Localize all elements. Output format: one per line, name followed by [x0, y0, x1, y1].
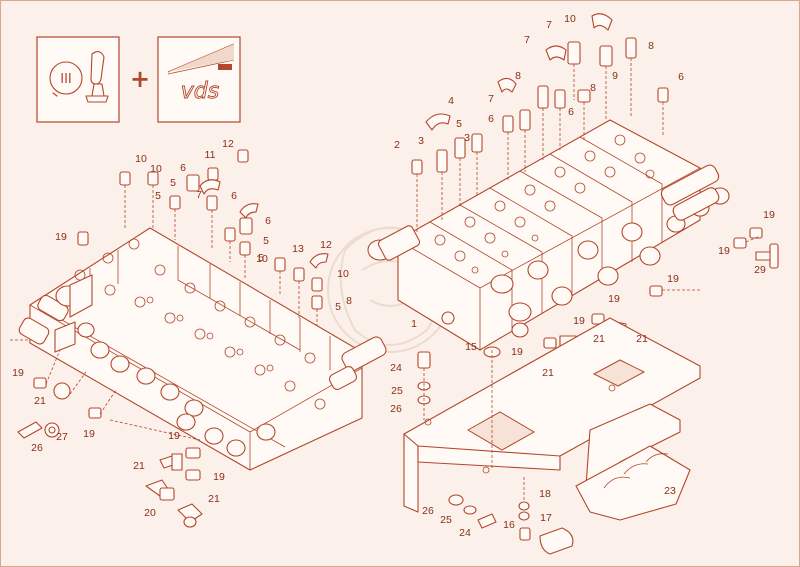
callout-11: 11	[205, 149, 216, 161]
callout-7: 7	[524, 34, 530, 46]
callout-19: 19	[763, 209, 775, 221]
callout-1: 1	[411, 318, 417, 330]
callout-21: 21	[593, 333, 605, 345]
callout-5: 5	[335, 301, 341, 313]
callout-5: 5	[155, 190, 161, 202]
left-control-valve-assembly	[10, 149, 387, 528]
callout-8: 8	[515, 70, 521, 82]
callout-5: 5	[170, 177, 176, 189]
vds-logo-text: vds	[181, 79, 219, 104]
callout-21: 21	[208, 493, 220, 505]
callout-16: 16	[503, 519, 515, 531]
vds-box: vds	[157, 36, 241, 123]
callout-7: 7	[488, 93, 494, 105]
callout-19: 19	[213, 471, 225, 483]
callout-7: 7	[546, 19, 552, 31]
mounting-plate	[403, 317, 701, 521]
callout-26: 26	[390, 403, 402, 415]
callout-6: 6	[231, 190, 237, 202]
callout-26: 26	[31, 442, 43, 454]
callout-25: 25	[391, 385, 403, 397]
joystick-lever-icon	[85, 51, 109, 103]
vds-logo-icon	[218, 64, 232, 70]
callout-12: 12	[320, 239, 332, 251]
callout-6: 6	[265, 215, 271, 227]
callout-8: 8	[590, 82, 596, 94]
callout-29: 29	[754, 264, 766, 276]
callout-19: 19	[608, 293, 620, 305]
callout-19: 19	[83, 428, 95, 440]
callout-17: 17	[540, 512, 552, 524]
callout-5: 5	[263, 235, 269, 247]
callout-27: 27	[56, 431, 68, 443]
callout-10: 10	[564, 13, 576, 25]
callout-10: 10	[337, 268, 349, 280]
callout-5: 5	[258, 252, 264, 264]
callout-5: 5	[456, 118, 462, 130]
callout-7: 7	[196, 189, 202, 201]
callout-10: 10	[135, 153, 147, 165]
callout-19: 19	[573, 315, 585, 327]
callout-23: 23	[664, 485, 676, 497]
callout-21: 21	[133, 460, 145, 472]
callout-19: 19	[168, 430, 180, 442]
callout-26: 26	[422, 505, 434, 517]
callout-15: 15	[465, 341, 477, 353]
callout-9: 9	[612, 70, 618, 82]
right-control-valve-assembly	[367, 13, 779, 367]
plus-sign: +	[130, 65, 150, 93]
callout-2: 2	[394, 139, 400, 151]
callout-6: 6	[180, 162, 186, 174]
callout-19: 19	[511, 346, 523, 358]
callout-4: 4	[448, 95, 454, 107]
operator-box: III	[36, 36, 120, 123]
callout-3: 3	[418, 135, 424, 147]
callout-21: 21	[34, 395, 46, 407]
callout-19: 19	[718, 245, 730, 257]
callout-19: 19	[12, 367, 24, 379]
callout-13: 13	[292, 243, 304, 255]
callout-24: 24	[390, 362, 402, 374]
callout-12: 12	[222, 138, 234, 150]
callout-18: 18	[539, 488, 551, 500]
callout-24: 24	[459, 527, 471, 539]
callout-25: 25	[440, 514, 452, 526]
callout-21: 21	[542, 367, 554, 379]
callout-6: 6	[678, 71, 684, 83]
callout-6: 6	[568, 106, 574, 118]
callout-8: 8	[346, 295, 352, 307]
callout-8: 8	[648, 40, 654, 52]
roman-numeral-label: III	[60, 72, 72, 87]
callout-20: 20	[144, 507, 156, 519]
callout-21: 21	[636, 333, 648, 345]
callout-19: 19	[55, 231, 67, 243]
callout-19: 19	[667, 273, 679, 285]
callout-10: 10	[256, 253, 268, 265]
callout-6: 6	[488, 113, 494, 125]
callout-3: 3	[464, 132, 470, 144]
plate-hardware	[417, 346, 574, 555]
callout-10: 10	[150, 163, 162, 175]
